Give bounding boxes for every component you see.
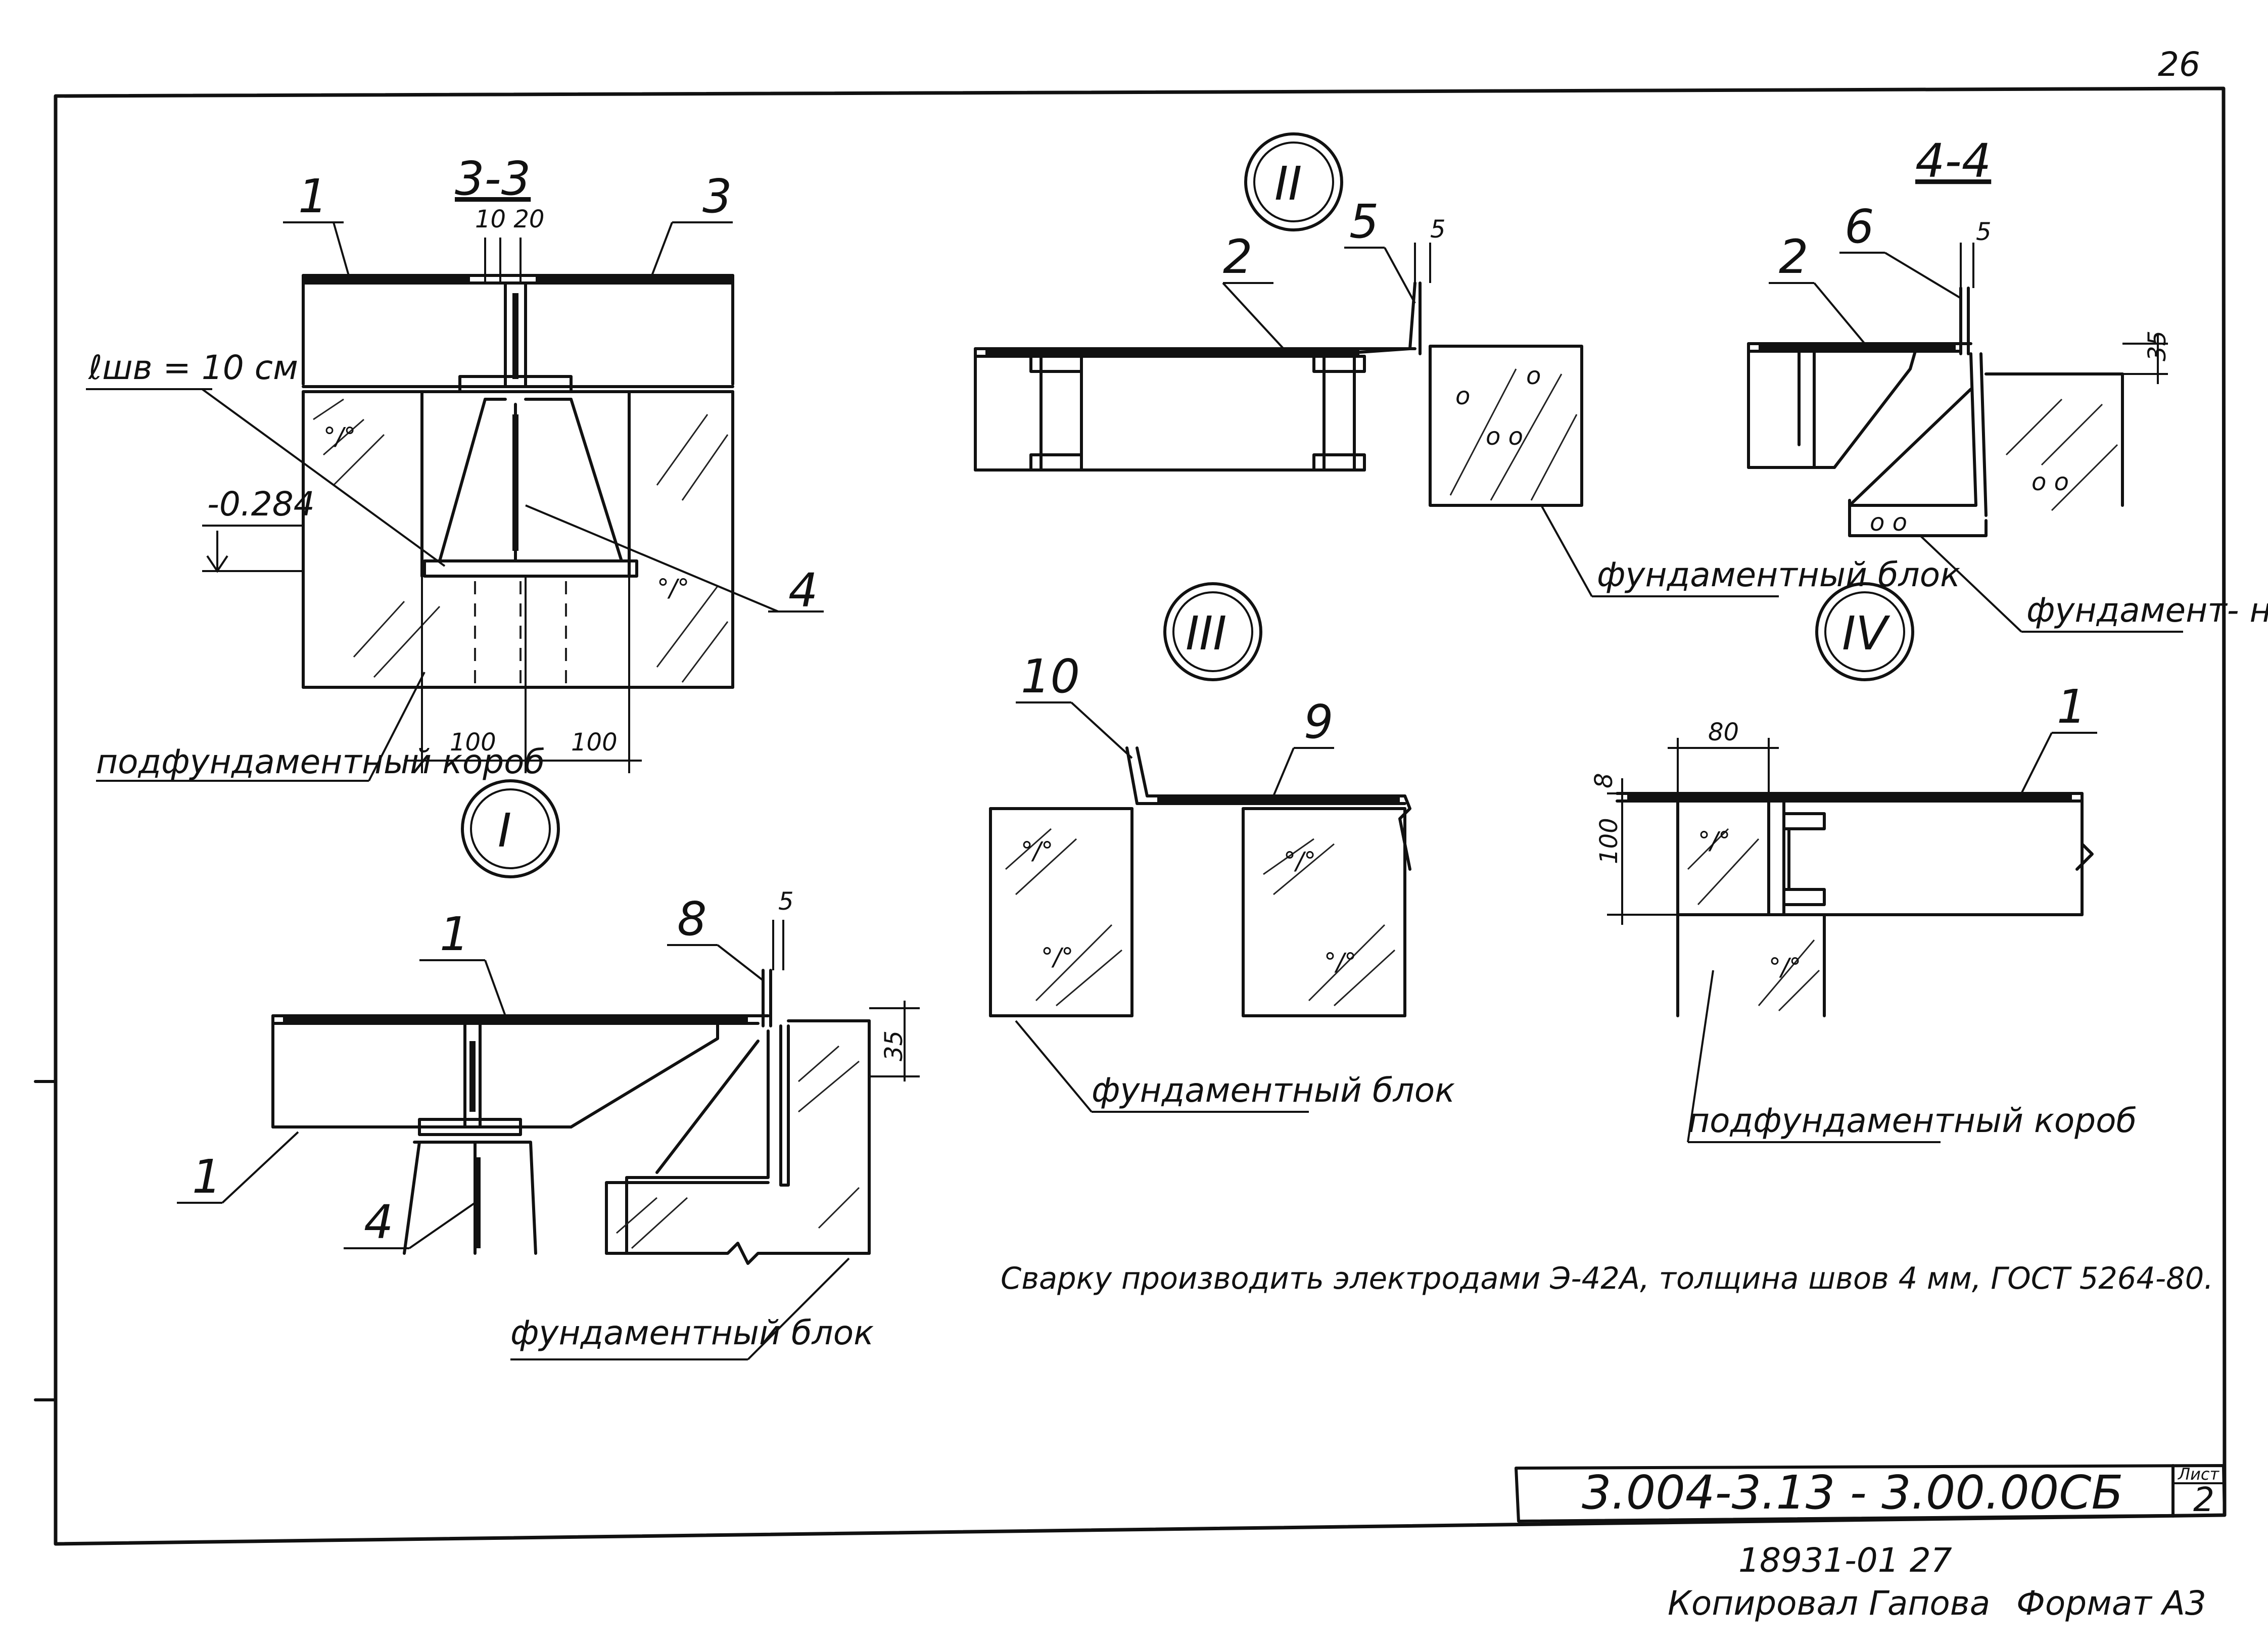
drawing-code: 3.004-3.13 - 3.00.00СБ	[1582, 1466, 2123, 1520]
svg-text:о о: о о	[1870, 508, 1907, 537]
svg-text:°/°: °/°	[1698, 827, 1730, 855]
node-I-dim-35: 35	[880, 1030, 908, 1061]
sheet-number: 2	[2193, 1480, 2214, 1519]
node-II-label: II	[1274, 157, 1302, 211]
welding-note: Сварку производить электродами Э-42А, то…	[1001, 1261, 2213, 1296]
node-I: I 5 35 1 8 1 4	[177, 779, 920, 1360]
svg-text:°/°: °/°	[323, 422, 356, 451]
node-I-pos-1-top: 1	[440, 907, 469, 961]
node-III-pos-9: 9	[1304, 695, 1334, 749]
node-I-callout: фундаментный блок	[510, 1313, 874, 1352]
level-mark: -0.284	[207, 485, 315, 524]
node-IV-label: IV	[1842, 606, 1891, 661]
node-III-pos-10: 10	[1021, 649, 1080, 703]
node-III-label: III	[1186, 606, 1226, 661]
node-I-callout-text: фундаментный блок	[510, 1313, 874, 1352]
node-I-label: I	[498, 804, 511, 858]
node-I-pos-4: 4	[364, 1195, 394, 1249]
title-block: 3.004-3.13 - 3.00.00СБ Лист 2	[1515, 1464, 2226, 1523]
node-II-dim-5: 5	[1430, 215, 1446, 244]
node-II: II о о о о 5 2 5 фундаментный блок	[974, 132, 1960, 597]
sheet-number-top: 26	[2158, 45, 2200, 84]
svg-text:°/°: °/°	[1769, 953, 1801, 981]
svg-text:°/°: °/°	[1324, 948, 1356, 976]
node-II-pos-5: 5	[1349, 195, 1379, 249]
footer: 18931-01 27 Копировал Гапова Формат А3	[1668, 1541, 2206, 1623]
node-IV-dim-80: 80	[1708, 718, 1739, 746]
node-IV-pos-1: 1	[2057, 680, 2087, 734]
callout-box-3-3-text: подфундаментный короб	[96, 742, 545, 781]
dim-100-left: 100	[450, 728, 496, 757]
node-III: III °/° °/° °/° °/° 10 9 фундаментный блок	[989, 582, 1455, 1113]
section-4-4: 4-4 о о о о 5 35 2 6 фундамент- ный блок	[1747, 134, 2268, 633]
weld-length-label: ℓшв = 10 см	[88, 348, 298, 387]
node-III-callout: фундаментный блок	[1092, 1071, 1455, 1110]
section-4-4-dim-5: 5	[1976, 218, 1992, 246]
node-IV-callout-text: подфундаментный короб	[1688, 1101, 2137, 1140]
format: Формат А3	[2016, 1584, 2206, 1623]
section-3-3: 3-3 10 20 °/° °/°	[86, 152, 824, 782]
node-I-pos-8: 8	[677, 892, 707, 946]
dim-100-right: 100	[571, 728, 618, 757]
inventory-number: 18931-01 27	[1738, 1541, 1952, 1580]
svg-text:°/°: °/°	[657, 574, 689, 602]
section-4-4-callout-text: фундамент- ный блок	[2026, 591, 2268, 630]
node-II-callout-text: фундаментный блок	[1597, 555, 1960, 594]
node-II-callout: фундаментный блок	[1597, 555, 1960, 594]
copied-by: Копировал Гапова	[1668, 1584, 1990, 1623]
svg-text:°/°: °/°	[1021, 837, 1053, 865]
section-4-4-dim-35: 35	[2143, 331, 2171, 361]
svg-text:о о: о о	[1486, 422, 1523, 451]
svg-text:°/°: °/°	[1041, 943, 1073, 971]
node-IV-dim-100: 100	[1595, 818, 1623, 864]
svg-text:о: о	[1455, 382, 1470, 410]
node-II-pos-2: 2	[1223, 230, 1253, 284]
node-I-pos-1-bottom: 1	[192, 1150, 222, 1204]
pos-4-label: 4	[788, 563, 818, 618]
section-4-4-title: 4-4	[1915, 134, 1991, 188]
node-III-callout-text: фундаментный блок	[1092, 1071, 1455, 1110]
svg-text:°/°: °/°	[1284, 847, 1316, 875]
node-IV: IV °/° °/° 80 8 100 1 подфундаментный кор…	[1590, 582, 2137, 1143]
node-I-dim-5: 5	[778, 887, 794, 916]
sheet-label: Лист	[2178, 1465, 2219, 1484]
section-4-4-pos-2: 2	[1779, 230, 1809, 284]
section-4-4-pos-6: 6	[1845, 200, 1874, 254]
pos-1-label: 1	[298, 169, 328, 223]
section-3-3-dim-top: 10 20	[475, 205, 544, 233]
pos-3-label: 3	[702, 169, 732, 223]
node-IV-callout: подфундаментный короб	[1688, 1101, 2137, 1140]
node-IV-dim-8: 8	[1590, 773, 1618, 788]
section-3-3-title: 3-3	[455, 152, 531, 206]
callout-box-3-3: подфундаментный короб	[96, 742, 545, 781]
svg-text:о: о	[1526, 362, 1541, 390]
section-4-4-callout: фундамент- ный блок	[2026, 591, 2268, 630]
svg-text:о о: о о	[2031, 468, 2069, 496]
